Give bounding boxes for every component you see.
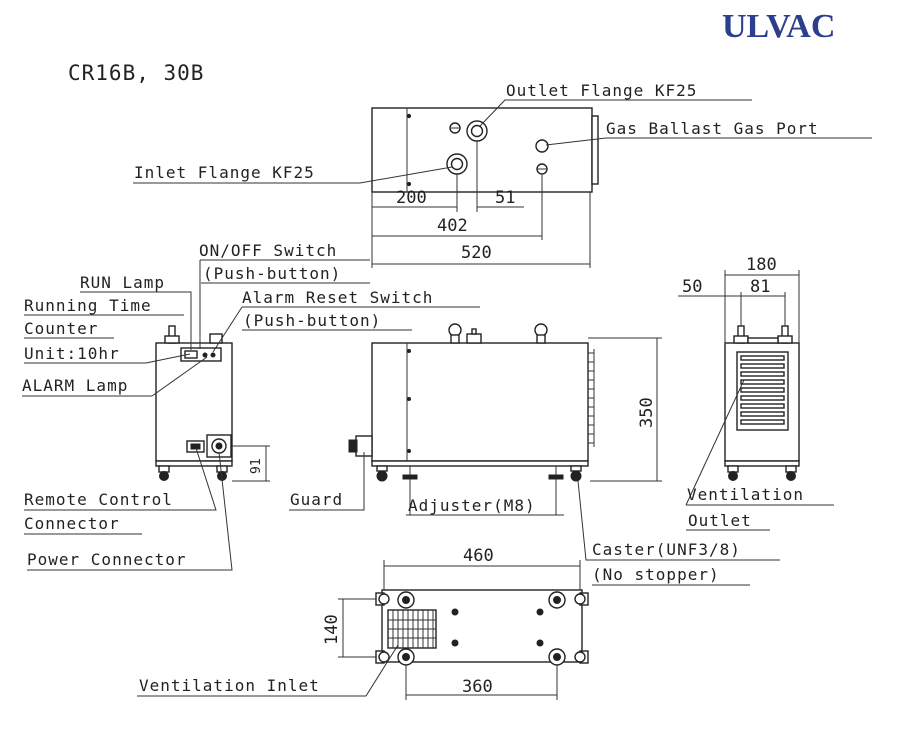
alarm-reset-label: Alarm Reset Switch	[242, 288, 433, 307]
outlet-label: Outlet	[688, 511, 752, 530]
model-title: CR16B, 30B	[68, 61, 204, 85]
side-view-right	[724, 325, 800, 481]
dim-51: 51	[495, 188, 515, 208]
dim-350: 350	[637, 397, 657, 428]
adjuster-icon-1	[402, 474, 418, 480]
outlet-flange-label: Outlet Flange KF25	[506, 81, 697, 100]
guard-label: Guard	[290, 490, 343, 509]
dim-402: 402	[437, 216, 468, 236]
on-off-switch-label: ON/OFF Switch	[199, 241, 337, 260]
running-time-label: Running Time	[24, 296, 152, 315]
alarm-lamp-label: ALARM Lamp	[22, 376, 128, 395]
power-connector-label: Power Connector	[27, 550, 187, 569]
bottom-view	[375, 589, 589, 666]
ventilation-label: Ventilation	[687, 485, 804, 504]
ventilation-inlet-label: Ventilation Inlet	[139, 676, 320, 695]
dim-200: 200	[396, 188, 427, 208]
connector-label: Connector	[24, 514, 120, 533]
dim-91: 91	[249, 458, 264, 474]
dim-50: 50	[682, 277, 702, 297]
no-stopper-label: (No stopper)	[592, 565, 720, 584]
caster-label: Caster(UNF3/8)	[592, 540, 741, 559]
push-button-label-2: (Push-button)	[243, 311, 381, 330]
front-view	[348, 323, 595, 482]
dim-180: 180	[746, 255, 777, 275]
dim-360: 360	[462, 677, 493, 697]
top-view	[371, 107, 599, 193]
gas-ballast-label: Gas Ballast Gas Port	[606, 119, 819, 138]
side-view-left	[155, 325, 233, 481]
caster-icon-1	[376, 470, 388, 482]
unit-label: Unit:10hr	[24, 344, 120, 363]
dim-460: 460	[463, 546, 494, 566]
ventilation-inlet-icon	[387, 609, 437, 649]
brand-logo: ULVAC	[722, 8, 835, 45]
inlet-flange-label: Inlet Flange KF25	[134, 163, 315, 182]
run-lamp-label: RUN Lamp	[80, 273, 165, 292]
gas-ballast-icon	[535, 139, 549, 153]
dim-140: 140	[322, 614, 342, 645]
dim-520: 520	[461, 243, 492, 263]
adjuster-label: Adjuster(M8)	[408, 496, 536, 515]
counter-label: Counter	[24, 319, 98, 338]
caster-icon-2	[570, 470, 582, 482]
remote-control-label: Remote Control	[24, 490, 173, 509]
adjuster-icon-2	[548, 474, 564, 480]
push-button-label-1: (Push-button)	[203, 264, 341, 283]
dim-81: 81	[750, 277, 770, 297]
